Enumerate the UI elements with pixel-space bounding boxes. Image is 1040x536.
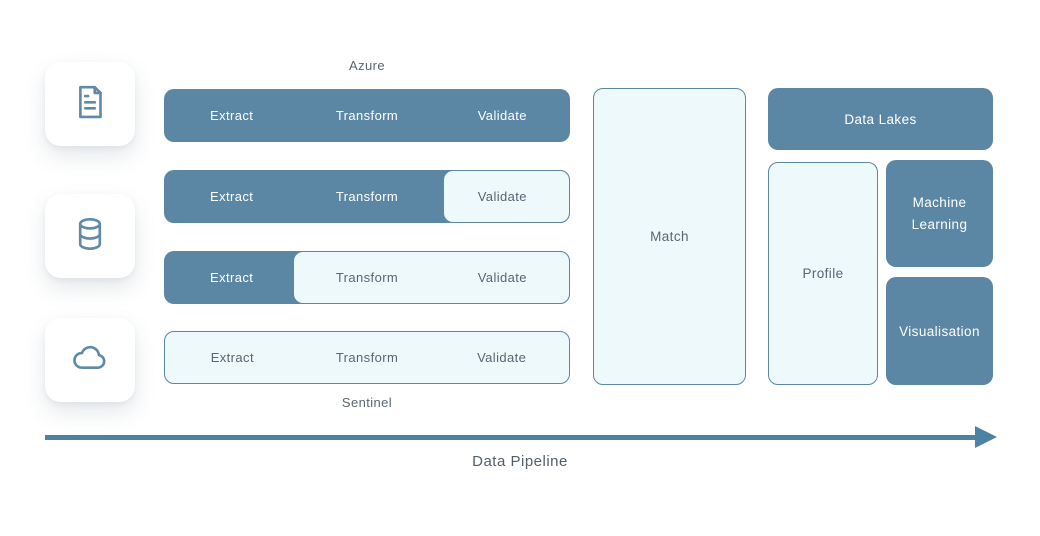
source-card-cloud xyxy=(45,318,135,402)
pipeline-arrow-head xyxy=(975,426,997,448)
visualisation-box: Visualisation xyxy=(886,277,993,385)
data-lakes-box: Data Lakes xyxy=(768,88,993,150)
match-box: Match xyxy=(593,88,746,385)
pending-segment xyxy=(293,251,570,304)
pipeline-row-3: Extract Transform Validate xyxy=(164,251,570,304)
pipeline-row-4: Extract Transform Validate xyxy=(164,331,570,384)
cloud-icon xyxy=(69,337,111,384)
machine-learning-box: Machine Learning xyxy=(886,160,993,267)
source-card-database xyxy=(45,194,135,278)
pending-segment xyxy=(442,170,570,223)
pipeline-arrow-line xyxy=(45,435,977,440)
stage-transform: Transform xyxy=(335,350,399,365)
stage-validate: Validate xyxy=(477,270,527,285)
pipeline-row-2: Extract Transform Validate xyxy=(164,170,570,223)
stage-extract: Extract xyxy=(210,270,254,285)
stage-validate: Validate xyxy=(477,108,527,123)
pipeline-caption: Data Pipeline xyxy=(472,453,568,470)
stage-validate: Validate xyxy=(477,350,527,365)
stage-transform: Transform xyxy=(335,108,399,123)
stage-extract: Extract xyxy=(210,108,254,123)
stage-transform: Transform xyxy=(335,189,399,204)
document-icon xyxy=(69,81,111,128)
source-card-document xyxy=(45,62,135,146)
stage-extract: Extract xyxy=(210,189,254,204)
sentinel-label: Sentinel xyxy=(341,395,393,410)
azure-label: Azure xyxy=(349,58,385,73)
stage-validate: Validate xyxy=(477,189,527,204)
profile-box: Profile xyxy=(768,162,878,385)
stage-extract: Extract xyxy=(210,350,254,365)
database-icon xyxy=(69,213,111,260)
pipeline-row-1: Extract Transform Validate xyxy=(164,89,570,142)
stage-transform: Transform xyxy=(335,270,399,285)
